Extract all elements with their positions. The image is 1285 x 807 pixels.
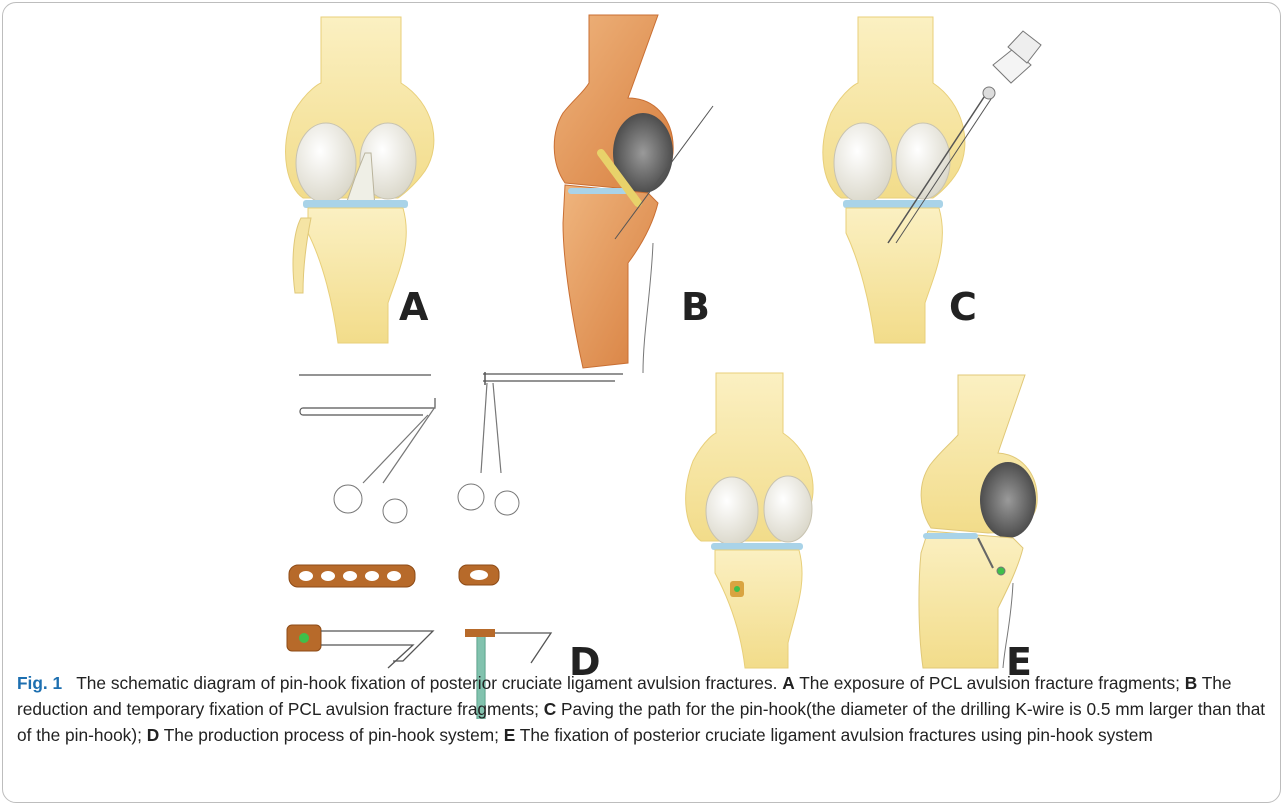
figure-label: Fig. 1 [17,673,62,693]
caption-part-e-text: The fixation of posterior cruciate ligam… [520,725,1153,745]
caption-intro: The schematic diagram of pin-hook fixati… [76,673,777,693]
caption-part-e-letter: E [504,725,516,745]
panel-e-knee-anterior-fixed [686,373,813,668]
caption-part-c-letter: C [544,699,556,719]
caption-part-d-letter: D [147,725,159,745]
caption-part-a-text: The exposure of PCL avulsion fracture fr… [799,673,1180,693]
panel-e-knee-lateral-fixed [919,375,1037,668]
figure-caption: Fig. 1 The schematic diagram of pin-hook… [17,670,1272,748]
panel-label-a: A [399,288,428,326]
panel-c-knee-drill [823,17,1041,343]
panel-label-c: C [949,288,977,326]
caption-part-a-letter: A [782,673,794,693]
panel-label-b: B [681,288,710,326]
caption-part-b-letter: B [1185,673,1197,693]
caption-part-d-text: The production process of pin-hook syste… [164,725,499,745]
